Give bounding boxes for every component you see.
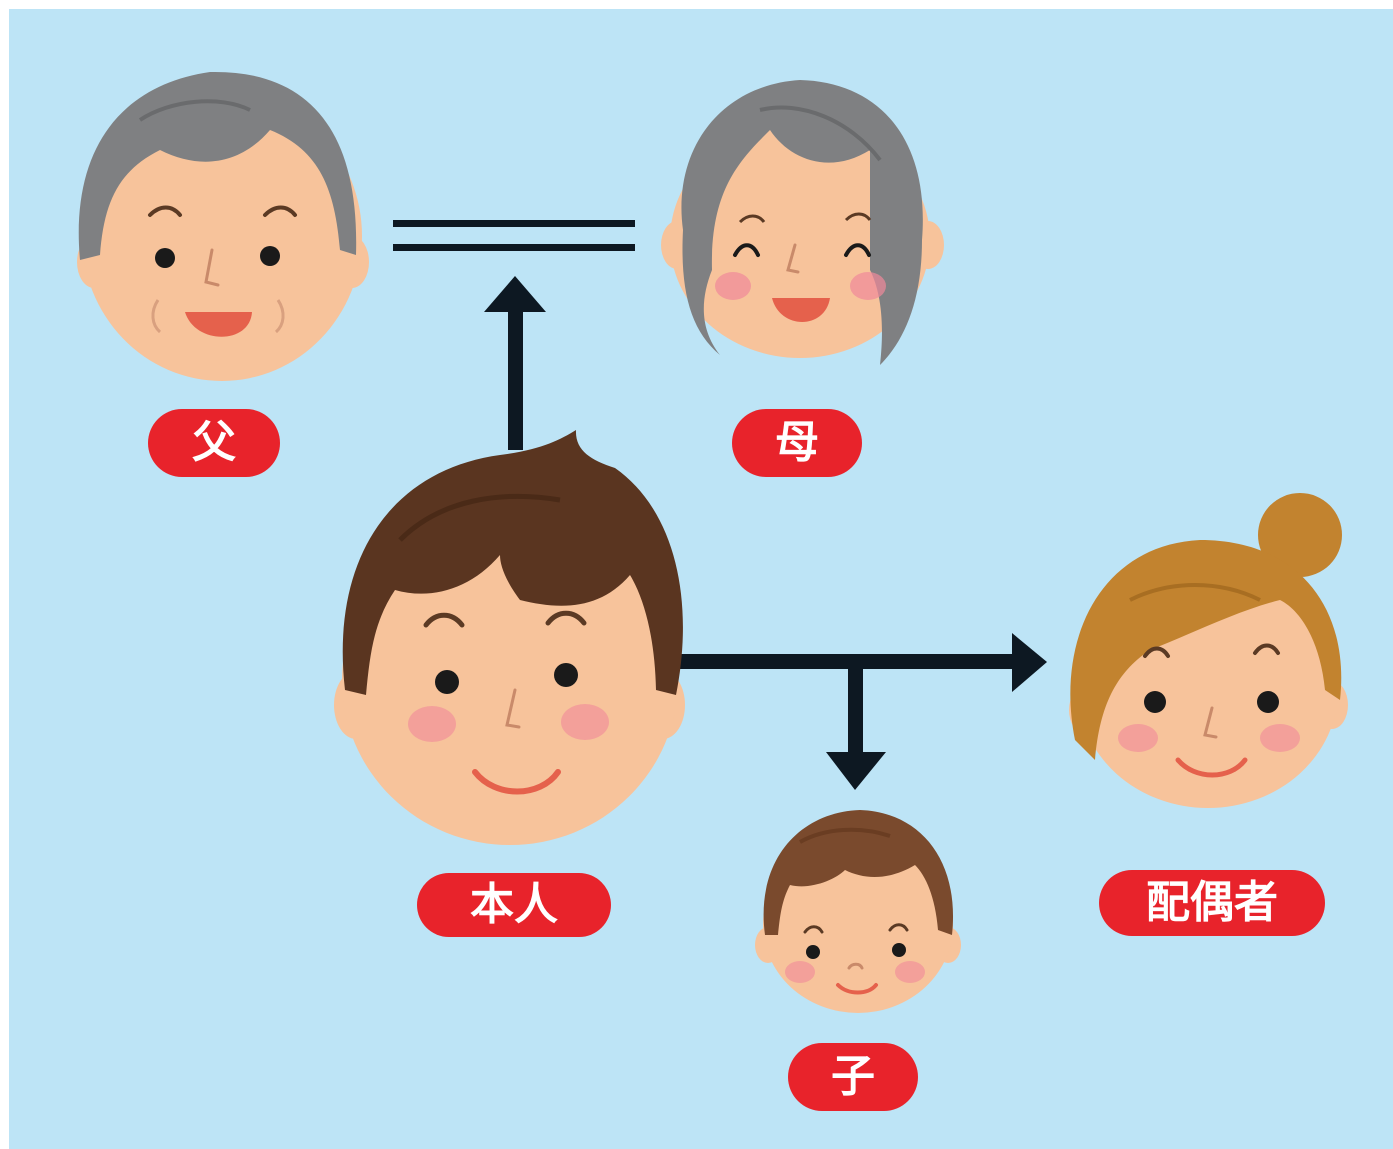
arrow-to-parents — [484, 276, 546, 450]
boy-face-icon — [755, 810, 961, 1013]
child-label-badge — [788, 1043, 918, 1111]
father-label-badge — [148, 409, 280, 477]
woman-face-icon — [1069, 493, 1348, 808]
father-label: 父 — [192, 417, 236, 468]
spouse-label: 配偶者 — [1146, 877, 1278, 928]
elderly-man-face-icon — [77, 71, 369, 381]
child-label: 子 — [831, 1051, 875, 1102]
self-label: 本人 — [470, 879, 558, 930]
spouse-label-badge — [1099, 870, 1325, 936]
self-label-badge — [417, 873, 611, 937]
arrow-to-spouse — [668, 633, 1047, 692]
mother-label: 母 — [775, 417, 819, 468]
man-face-icon — [334, 430, 685, 845]
mother-label-badge — [732, 409, 862, 477]
elderly-woman-face-icon — [661, 80, 944, 365]
marriage-line — [393, 220, 635, 251]
arrow-to-child — [826, 662, 886, 790]
